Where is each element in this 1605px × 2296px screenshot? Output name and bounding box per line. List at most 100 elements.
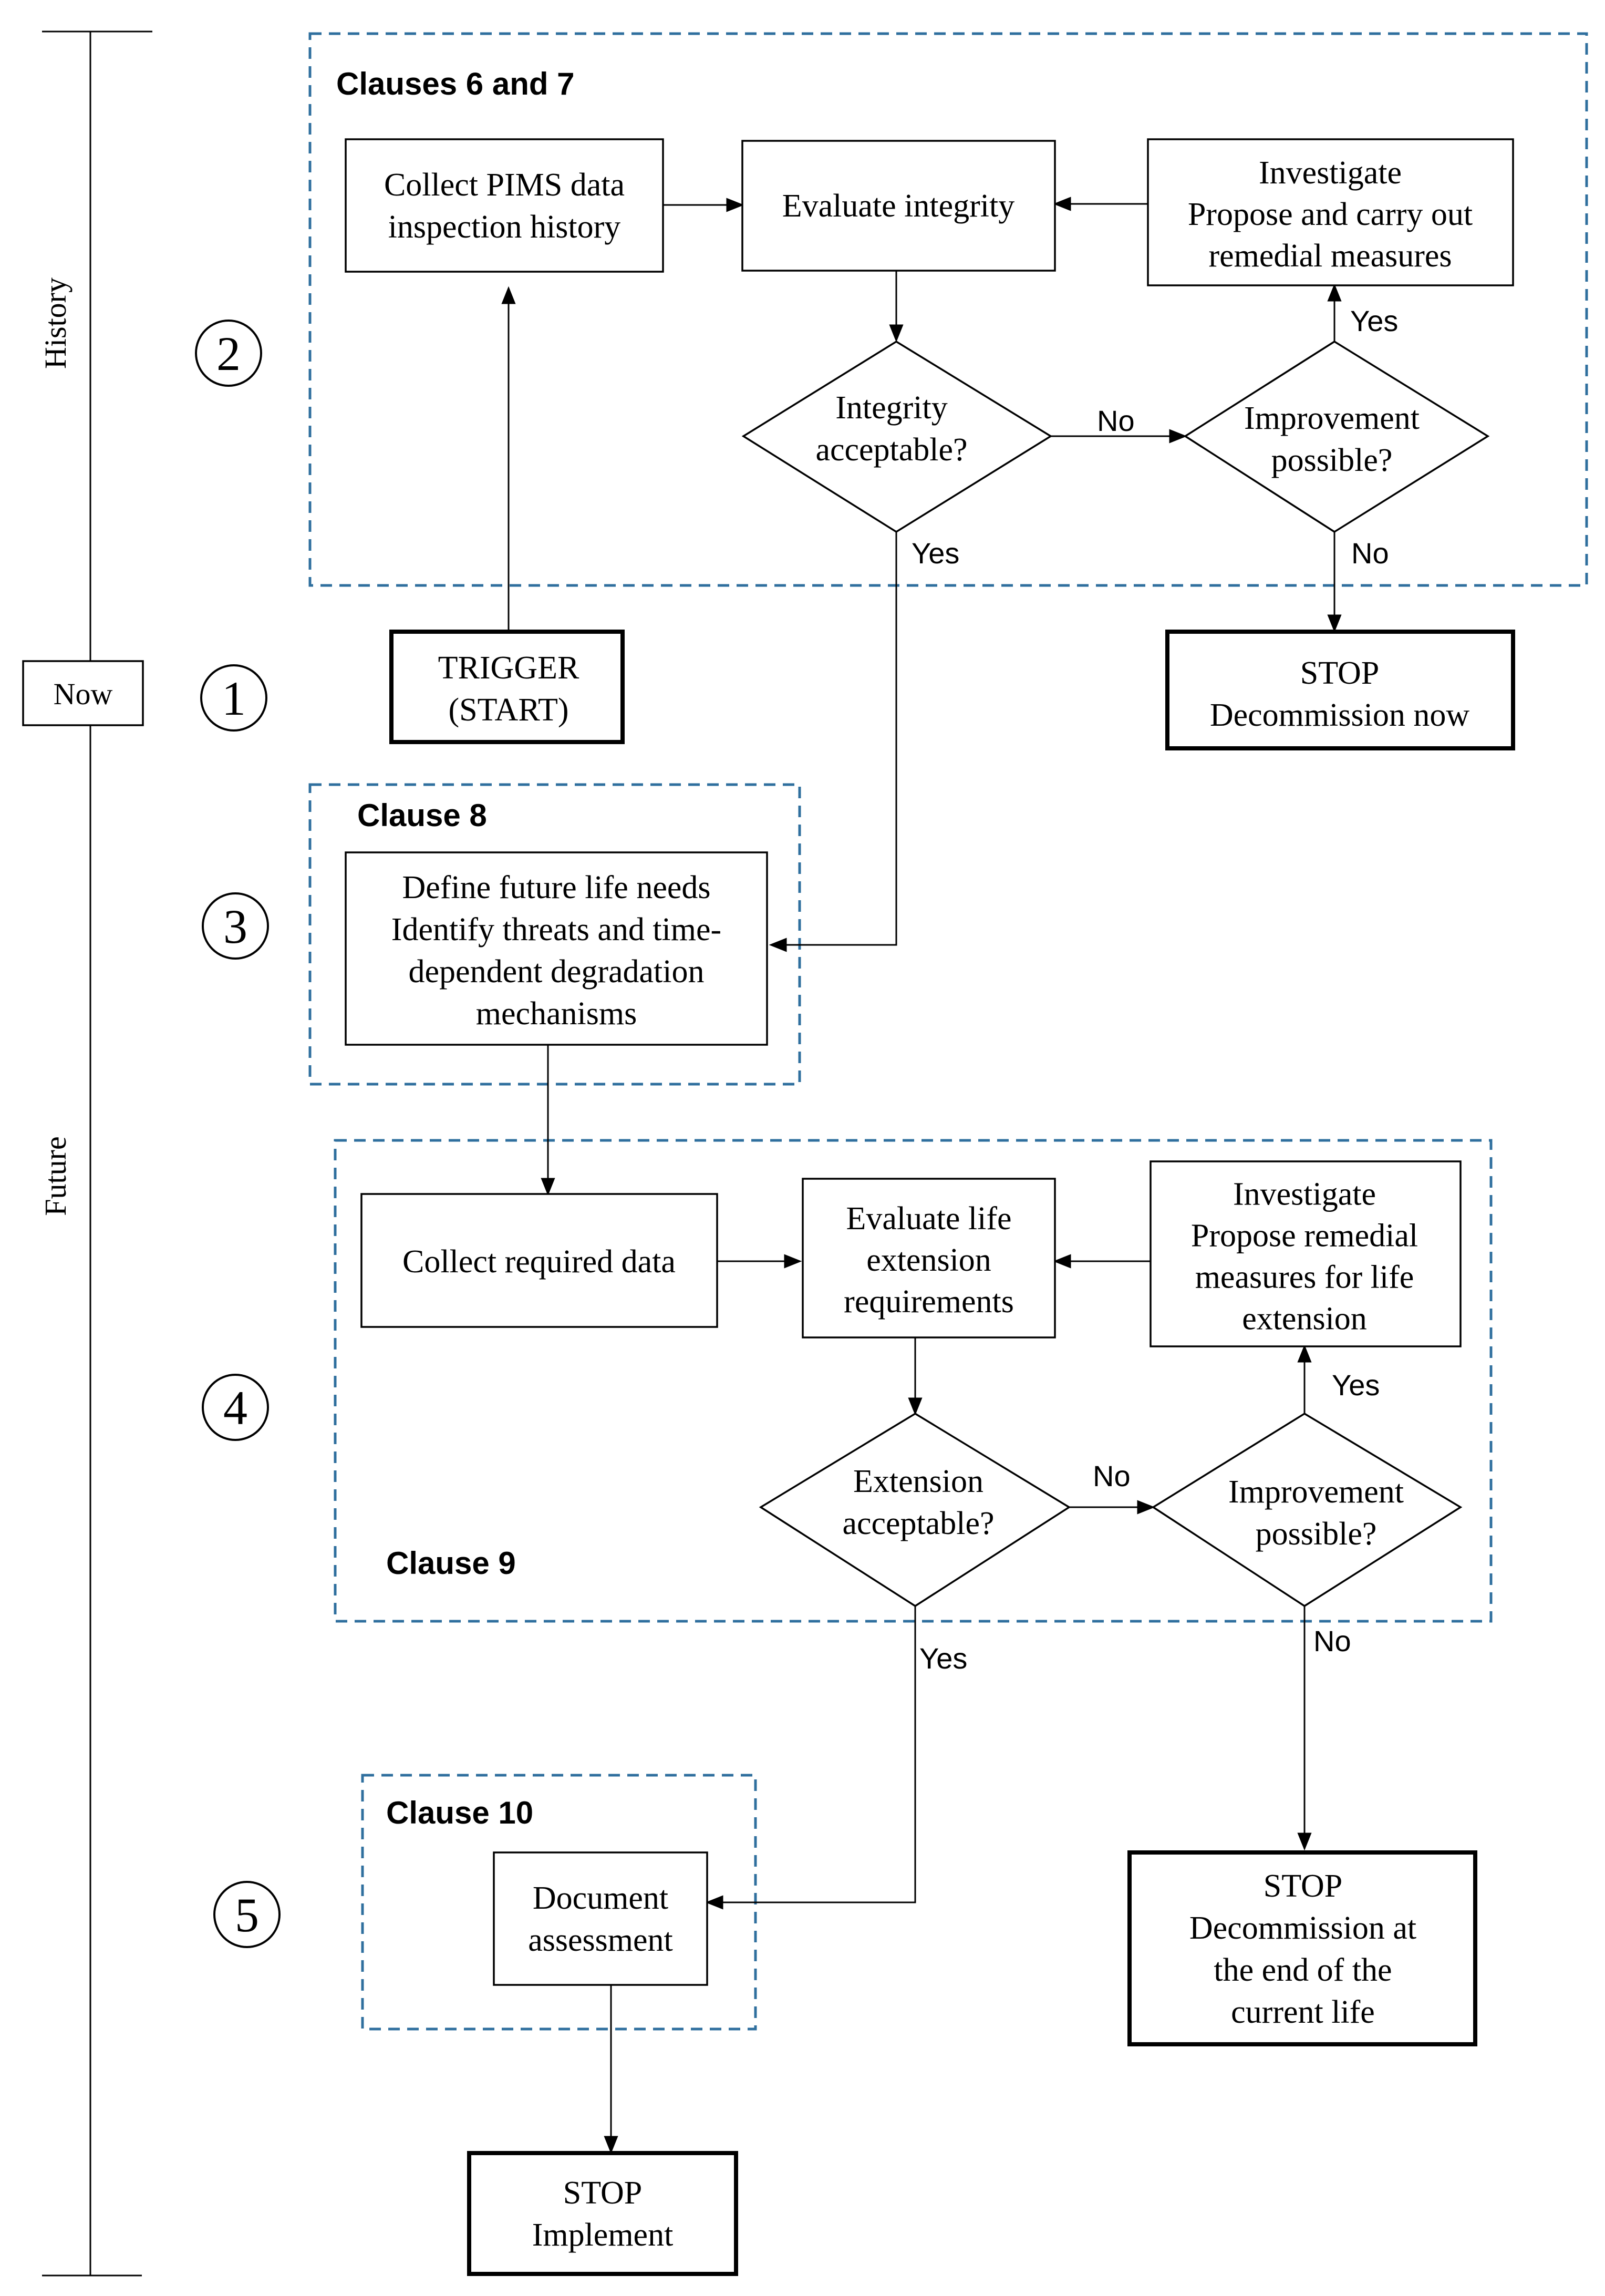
step-number-2: 2 [216, 327, 241, 380]
node-text-line: remedial measures [1208, 238, 1452, 274]
node-text-line: extension [866, 1242, 991, 1278]
step-circle-3 [202, 892, 269, 960]
node-text-line: Identify threats and time- [391, 912, 721, 948]
node-text-line: Propose and carry out [1188, 197, 1473, 232]
node-text-line: Evaluate life [846, 1201, 1012, 1237]
step-markers: 2 1 3 4 5 [195, 320, 281, 1948]
node-text-line: Decommission at [1189, 1910, 1416, 1946]
clause-label-8: Clause 8 [357, 798, 487, 833]
node-text-line: Collect required data [402, 1244, 676, 1280]
label-no-improvement-2: No [1313, 1624, 1351, 1657]
step-number-3: 3 [223, 900, 247, 953]
node-evaluate-integrity-text: Evaluate integrity [782, 188, 1014, 224]
clause-label-9: Clause 9 [386, 1546, 516, 1581]
decision-integrity-acceptable-text: Integrity acceptable? [815, 390, 967, 468]
future-label: Future [38, 1136, 73, 1216]
label-yes-extension: Yes [919, 1642, 967, 1675]
node-text-line: assessment [528, 1922, 673, 1958]
nodes: Collect PIMS data inspection history Eval… [345, 138, 1515, 2276]
node-text-line: Investigate [1233, 1177, 1376, 1212]
node-stop-decommission-now: STOP Decommission now [1165, 630, 1515, 750]
step-number-1: 1 [222, 672, 246, 725]
node-text-line: Extension [853, 1464, 983, 1499]
decision-improvement-possible-1-text: Improvement possible? [1244, 400, 1420, 478]
decision-extension-acceptable-text: Extension acceptable? [842, 1464, 994, 1541]
node-document-assessment: Document assessment [493, 1851, 708, 1986]
node-text-line: measures for life [1195, 1260, 1414, 1295]
node-stop-decommission-now-text: STOP Decommission now [1210, 655, 1469, 733]
clause-region-6-7 [308, 32, 1588, 587]
connectors [501, 197, 1342, 2154]
node-text-line: Define future life needs [402, 870, 710, 905]
node-text-line: Propose remedial [1191, 1218, 1418, 1254]
step-circle-1 [200, 664, 267, 732]
decision-extension-acceptable: Extension acceptable? [759, 1412, 1071, 1608]
label-no-integrity: No [1097, 404, 1135, 437]
node-document-assessment-text: Document assessment [528, 1880, 673, 1958]
node-text-line: inspection history [388, 209, 621, 245]
node-evaluate-life-extension: Evaluate life extension requirements [802, 1178, 1056, 1339]
node-trigger-start: TRIGGER (START) [389, 630, 625, 744]
node-text-line: Document [533, 1880, 668, 1916]
node-text-line: Evaluate integrity [782, 188, 1014, 224]
node-text-line: the end of the [1214, 1952, 1392, 1988]
node-collect-pims: Collect PIMS data inspection history [345, 138, 664, 273]
label-yes-improvement-1: Yes [1350, 304, 1398, 337]
node-text-line: requirements [844, 1284, 1014, 1320]
clause-regions: Clauses 6 and 7 Clause 8 Clause 9 Clause… [308, 32, 1588, 2031]
node-text-line: STOP [1264, 1868, 1343, 1904]
decision-improvement-possible-2-text: Improvement possible? [1228, 1474, 1404, 1552]
node-text-line: possible? [1256, 1516, 1377, 1552]
now-box [22, 660, 144, 726]
step-circle-2 [195, 320, 262, 387]
decision-improvement-possible-2: Improvement possible? [1151, 1412, 1463, 1608]
node-text-line: Investigate [1259, 155, 1402, 191]
timeline: History Now Future [22, 30, 152, 2277]
node-trigger-start-text: TRIGGER (START) [438, 650, 579, 728]
label-yes-improvement-2: Yes [1332, 1368, 1380, 1402]
node-collect-required-data: Collect required data [360, 1193, 718, 1328]
node-text-line: mechanisms [476, 996, 637, 1032]
step-number-5: 5 [235, 1888, 259, 1942]
node-collect-pims-text: Collect PIMS data inspection history [384, 167, 625, 245]
node-evaluate-integrity: Evaluate integrity [741, 140, 1056, 272]
clause-region-9 [334, 1139, 1493, 1623]
arrow-integrity-yes-to-define-future [769, 532, 897, 952]
label-yes-integrity: Yes [912, 537, 959, 570]
node-text-line: STOP [1300, 655, 1380, 691]
node-collect-required-data-text: Collect required data [402, 1244, 676, 1280]
node-text-line: acceptable? [842, 1506, 994, 1541]
clause-region-8 [308, 783, 801, 1086]
decision-integrity-acceptable: Integrity acceptable? [741, 340, 1053, 533]
step-circle-5 [213, 1881, 281, 1948]
decision-improvement-possible-1: Improvement possible? [1183, 340, 1490, 533]
arrow-extension-yes-to-document [705, 1606, 916, 1910]
now-label: Now [54, 677, 113, 711]
node-text-line: extension [1242, 1301, 1367, 1337]
node-text-line: Improvement [1244, 400, 1420, 436]
node-text-line: possible? [1271, 442, 1393, 478]
node-text-line: Improvement [1228, 1474, 1404, 1510]
node-text-line: TRIGGER [438, 650, 579, 686]
node-evaluate-life-extension-text: Evaluate life extension requirements [844, 1201, 1014, 1320]
node-text-line: (START) [449, 692, 569, 728]
edge-labels: No Yes No Yes No Yes No Yes [912, 304, 1398, 1675]
node-text-line: Collect PIMS data [384, 167, 625, 203]
node-text-line: STOP [563, 2175, 643, 2211]
node-text-line: Decommission now [1210, 697, 1469, 733]
label-no-extension: No [1093, 1459, 1131, 1492]
node-text-line: acceptable? [815, 432, 967, 468]
node-text-line: Integrity [835, 390, 948, 426]
clause-label-6-7: Clauses 6 and 7 [336, 66, 575, 101]
